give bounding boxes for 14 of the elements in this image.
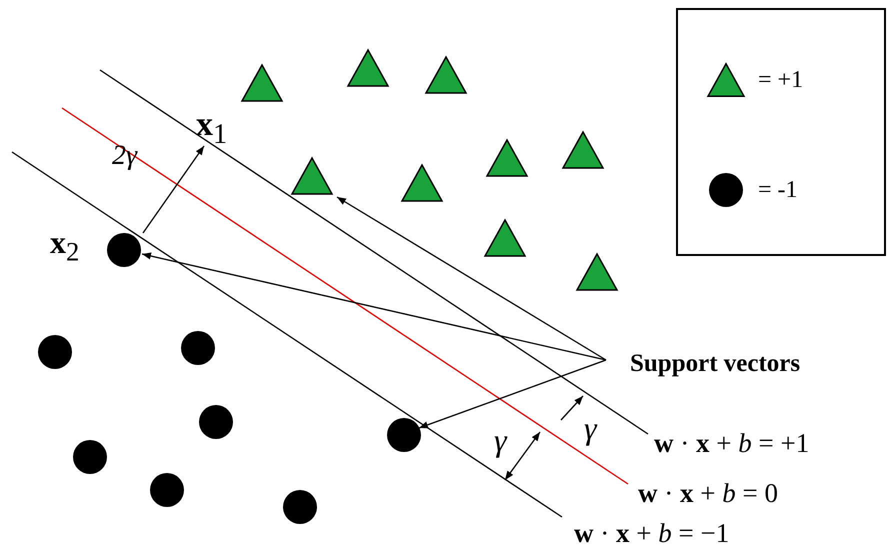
margin-label: γ xyxy=(494,424,507,456)
equation-label: w · x + b = +1 xyxy=(654,430,810,457)
arrow xyxy=(418,359,606,429)
annotation-text: Support vectors xyxy=(630,350,880,380)
arrow xyxy=(336,196,606,361)
equation-label: w · x + b = −1 xyxy=(574,520,730,547)
margin-label: γ xyxy=(584,412,597,444)
point-label: x$_{1}$ xyxy=(196,108,228,150)
legend-label: = -1 xyxy=(758,178,798,202)
equation-label: w · x + b = 0 xyxy=(638,480,778,507)
point-label: x$_{2}$ xyxy=(50,226,80,266)
gap-label: 2γ xyxy=(112,142,138,170)
legend-label: = +1 xyxy=(758,68,804,92)
arrow xyxy=(142,252,606,361)
